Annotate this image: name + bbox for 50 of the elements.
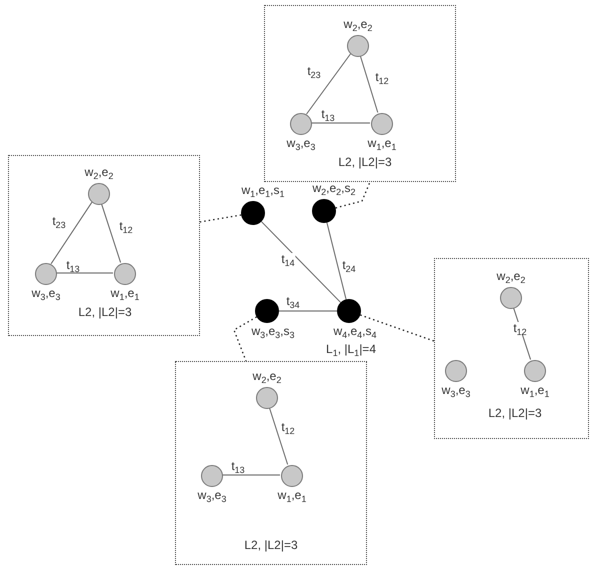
- layer-label: L2, |L2|=3: [488, 407, 542, 420]
- edge-label: t$_{13}$: [320, 108, 336, 120]
- edge-label: t$_{12}$: [118, 220, 134, 232]
- vertex-label: w$_{3}$,e$_{3}$: [32, 287, 60, 300]
- edge-label: t$_{12}$: [280, 421, 296, 433]
- edge-label: t$_{14}$: [280, 253, 296, 265]
- vertex-label: w$_{2}$,e$_{2}$: [84, 166, 114, 179]
- leader-line: [335, 182, 371, 209]
- edge-label: t$_{13}$: [65, 259, 81, 271]
- edge-line: [310, 122, 370, 124]
- vertex-label: w$_{3}$,e$_{3}$: [286, 137, 316, 150]
- edge-line: [360, 55, 378, 113]
- layer-label: L2, |L2|=3: [244, 539, 298, 552]
- layer-box: [434, 258, 589, 439]
- edge-label: t$_{13}$: [230, 460, 246, 472]
- edge-line: [326, 222, 347, 300]
- vertex-label: w$_{3}$,e$_{3}$,s$_{3}$: [251, 325, 295, 338]
- vertex-label: w$_{2}$,e$_{2}$: [496, 270, 526, 283]
- vertex-label: w$_{1}$,e$_{1}$: [110, 287, 140, 300]
- edge-line: [306, 53, 351, 115]
- edge-label: t$_{12}$: [374, 71, 390, 83]
- edge-line: [56, 272, 114, 274]
- vertex-label: w$_{1}$,e$_{1}$,s$_{1}$: [241, 184, 285, 197]
- edge-line: [100, 202, 122, 264]
- edge-line: [50, 202, 92, 264]
- vertex-label: w$_{1}$,e$_{1}$: [368, 137, 396, 150]
- edge-line: [222, 474, 280, 476]
- edge-label: t$_{24}$: [341, 259, 357, 271]
- edge-line: [278, 310, 338, 312]
- edge-label: t$_{12}$: [512, 322, 528, 334]
- leader-line: [360, 314, 434, 342]
- edge-label: t$_{23}$: [306, 65, 322, 77]
- vertex-label: w$_{2}$,e$_{2}$: [252, 370, 282, 383]
- leader-line: [200, 214, 242, 223]
- edge-label: t$_{23}$: [51, 215, 67, 227]
- edge-line: [260, 221, 342, 303]
- edge-line: [512, 306, 532, 360]
- layer-label: L2, |L2|=3: [78, 306, 132, 319]
- edge-line: [268, 406, 288, 466]
- vertex-label: w$_{1}$,e$_{1}$: [278, 489, 306, 502]
- vertex-label: w$_{3}$,e$_{3}$: [442, 384, 470, 397]
- leader-line: [233, 316, 257, 362]
- layer-label: L2, |L2|=3: [338, 156, 392, 169]
- graph-label: L$_{1}$, |L$_{1}$|=4: [325, 343, 377, 355]
- vertex-label: w$_{4}$,e$_{4}$,s$_{4}$: [333, 325, 377, 338]
- vertex-label: w$_{3}$,e$_{3}$: [198, 489, 226, 502]
- vertex-label: w$_{2}$,e$_{2}$: [344, 18, 372, 31]
- vertex-label: w$_{2}$,e$_{2}$,s$_{2}$: [312, 182, 356, 195]
- edge-label: t$_{34}$: [285, 295, 301, 307]
- vertex-label: w$_{1}$,e$_{1}$: [520, 384, 550, 397]
